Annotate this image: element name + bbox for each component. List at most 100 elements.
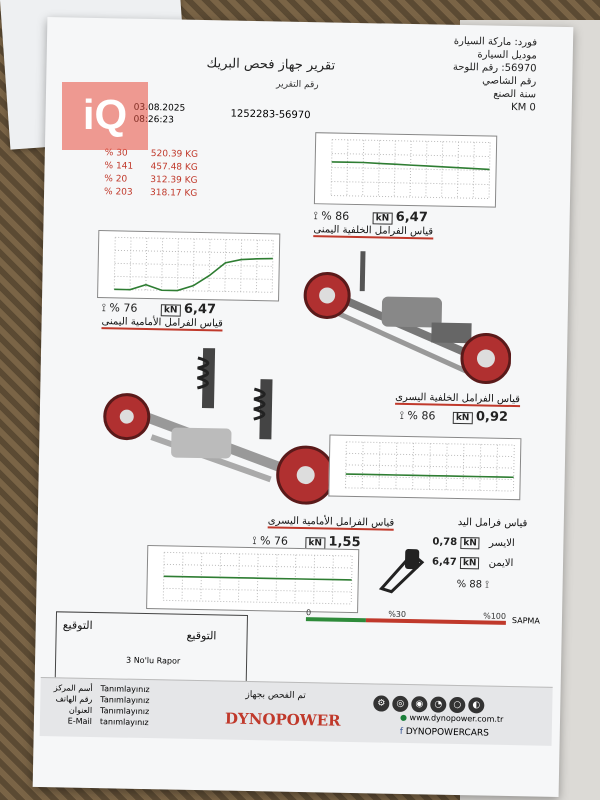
summary-pct: % 20 <box>104 174 128 185</box>
footer-key: أسم المركز <box>53 683 93 694</box>
rapor-label: 3 No'lu Rapor <box>126 655 181 666</box>
footer-key: العنوان <box>68 705 93 716</box>
grid-line <box>331 181 490 186</box>
front-left-plot <box>162 551 353 605</box>
report-title: تقرير جهاز فحص البريك <box>206 56 336 74</box>
grid-line <box>345 487 514 492</box>
handbrake-left-label: الايسر <box>488 537 515 550</box>
sapma-tick-0: 0 <box>305 608 312 618</box>
pedal-icon: ⟟ <box>485 579 490 591</box>
footer-value: tanımlayınız <box>99 717 149 728</box>
grid-line <box>472 142 475 199</box>
summary-table: % 30 520.39 KG % 141 457.48 KG % 20 312.… <box>104 148 285 200</box>
summary-row: % 20 312.39 KG <box>104 174 284 187</box>
grid-line <box>445 443 448 490</box>
social-link[interactable]: DYNOPOWERCARS <box>405 727 489 739</box>
signature-label-2: التوقيع <box>186 628 217 643</box>
front-right-values: ⟟ % 76 kN 6,47 <box>102 300 216 317</box>
summary-row: % 30 520.39 KG <box>105 148 285 161</box>
sapma-tick-30: %30 <box>388 609 407 620</box>
grid-line <box>114 249 273 254</box>
grid-line <box>161 238 164 291</box>
summary-row: % 141 457.48 KG <box>104 161 284 174</box>
front-right-plot <box>113 236 274 293</box>
signature-label-1: التوقيع <box>62 618 93 633</box>
handbrake-left-row: 0,78 kN الايسر <box>432 537 515 551</box>
grid-line <box>163 587 352 593</box>
sapma-label: SAPMA <box>511 616 540 626</box>
series-line-front_right <box>114 257 273 292</box>
front-right-label: قياس الفرامل الأمامية اليمنى <box>101 316 223 332</box>
grid-line <box>346 452 515 458</box>
pedal-icon: ⟟ <box>101 301 107 315</box>
info-km: KM 0 <box>510 101 536 114</box>
footer-row: E-Mail tanımlayınız <box>44 715 149 728</box>
grid-line <box>208 239 211 292</box>
footer-key: E-Mail <box>67 716 93 727</box>
front-left-pct: % 76 <box>259 534 289 548</box>
front-right-pct: % 76 <box>109 301 138 315</box>
handbrake-title: قياس فرامل اليد <box>457 516 528 530</box>
pedal-icon: ⟟ <box>313 209 318 223</box>
website-link[interactable]: www.dynopower.com.tr <box>409 713 504 724</box>
tire-icon: ○ <box>449 696 466 714</box>
front-axle-illustration <box>103 348 334 505</box>
handbrake-right-label: الايمن <box>488 557 514 570</box>
grid-line <box>488 142 491 199</box>
engine-icon: ⚙ <box>373 695 390 712</box>
handbrake-pct-value: % 88 <box>456 578 483 591</box>
rear-left-chart <box>328 434 522 501</box>
grid-line <box>271 240 274 293</box>
footer-social[interactable]: f DYNOPOWERCARS <box>400 727 489 739</box>
sapma-tick-100: %100 <box>483 611 507 621</box>
grid-line <box>163 563 352 569</box>
wheel-icon: ◎ <box>392 695 409 713</box>
grid-line <box>345 475 514 481</box>
summary-row: % 203 318.17 KG <box>104 187 284 200</box>
grid-line <box>145 237 148 290</box>
handbrake-pct: % 88 ⟟ <box>457 579 490 591</box>
report-sheet: تقرير جهاز فحص البريك رقم التقرير فورد: … <box>32 17 574 797</box>
summary-pct: % 203 <box>103 187 133 198</box>
front-right-kn: 6,47 <box>183 301 217 318</box>
kn-badge: kN <box>372 212 393 225</box>
rear-right-label: قياس الفرامل الخلفية اليمنى <box>313 224 434 240</box>
facebook-icon: f <box>399 726 404 737</box>
summary-value: 457.48 KG <box>150 162 198 173</box>
front-left-label: قياس الفرامل الأمامية اليسرى <box>267 515 395 531</box>
rear-left-values: ⟟ % 86 kN 0,92 <box>400 408 508 425</box>
kn-badge: kN <box>160 304 181 317</box>
summary-pct: % 141 <box>104 161 134 172</box>
front-right-chart <box>97 230 281 302</box>
grid-line <box>512 445 515 492</box>
footer-website[interactable]: ● www.dynopower.com.tr <box>400 713 503 724</box>
footer-contact: أسم المركز Tanımlayınız رقم الهاتف Tanım… <box>44 682 150 728</box>
speed-icon: ◐ <box>468 697 485 714</box>
grid-line <box>441 141 444 198</box>
rear-left-label: قياس الفرامل الخلفية اليسرى <box>395 391 521 408</box>
web-icon: ● <box>399 712 408 723</box>
rear-right-values: ⟟ % 86 kN 6,47 <box>314 208 428 225</box>
grid-line <box>332 139 491 144</box>
rear-left-kn: 0,92 <box>475 409 509 425</box>
iq-watermark: iQ <box>62 82 148 150</box>
pedal-icon: ⟟ <box>252 534 257 548</box>
footer-icons: ⚙◎◉◔○◐ <box>370 690 485 714</box>
rear-left-plot <box>344 441 515 492</box>
footer: أسم المركز Tanımlayınız رقم الهاتف Tanım… <box>39 677 553 746</box>
gauge-icon: ◔ <box>430 696 447 713</box>
handbrake-left-value: 0,78 <box>432 536 458 548</box>
summary-value: 520.39 KG <box>150 149 199 160</box>
grid-line <box>479 444 482 491</box>
grid-line <box>114 275 273 280</box>
sapma-green-segment <box>305 617 366 623</box>
rear-right-pct: % 86 <box>321 209 350 223</box>
series-line-front_left <box>163 575 352 581</box>
grid-line <box>114 262 273 267</box>
kn-badge: kN <box>460 537 480 550</box>
rear-right-plot <box>330 139 491 200</box>
report-number-label: رقم التقرير <box>276 79 319 91</box>
grid-line <box>377 140 381 197</box>
series-line-rear_right <box>331 161 490 171</box>
footer-value: Tanımlayınız <box>100 706 150 717</box>
